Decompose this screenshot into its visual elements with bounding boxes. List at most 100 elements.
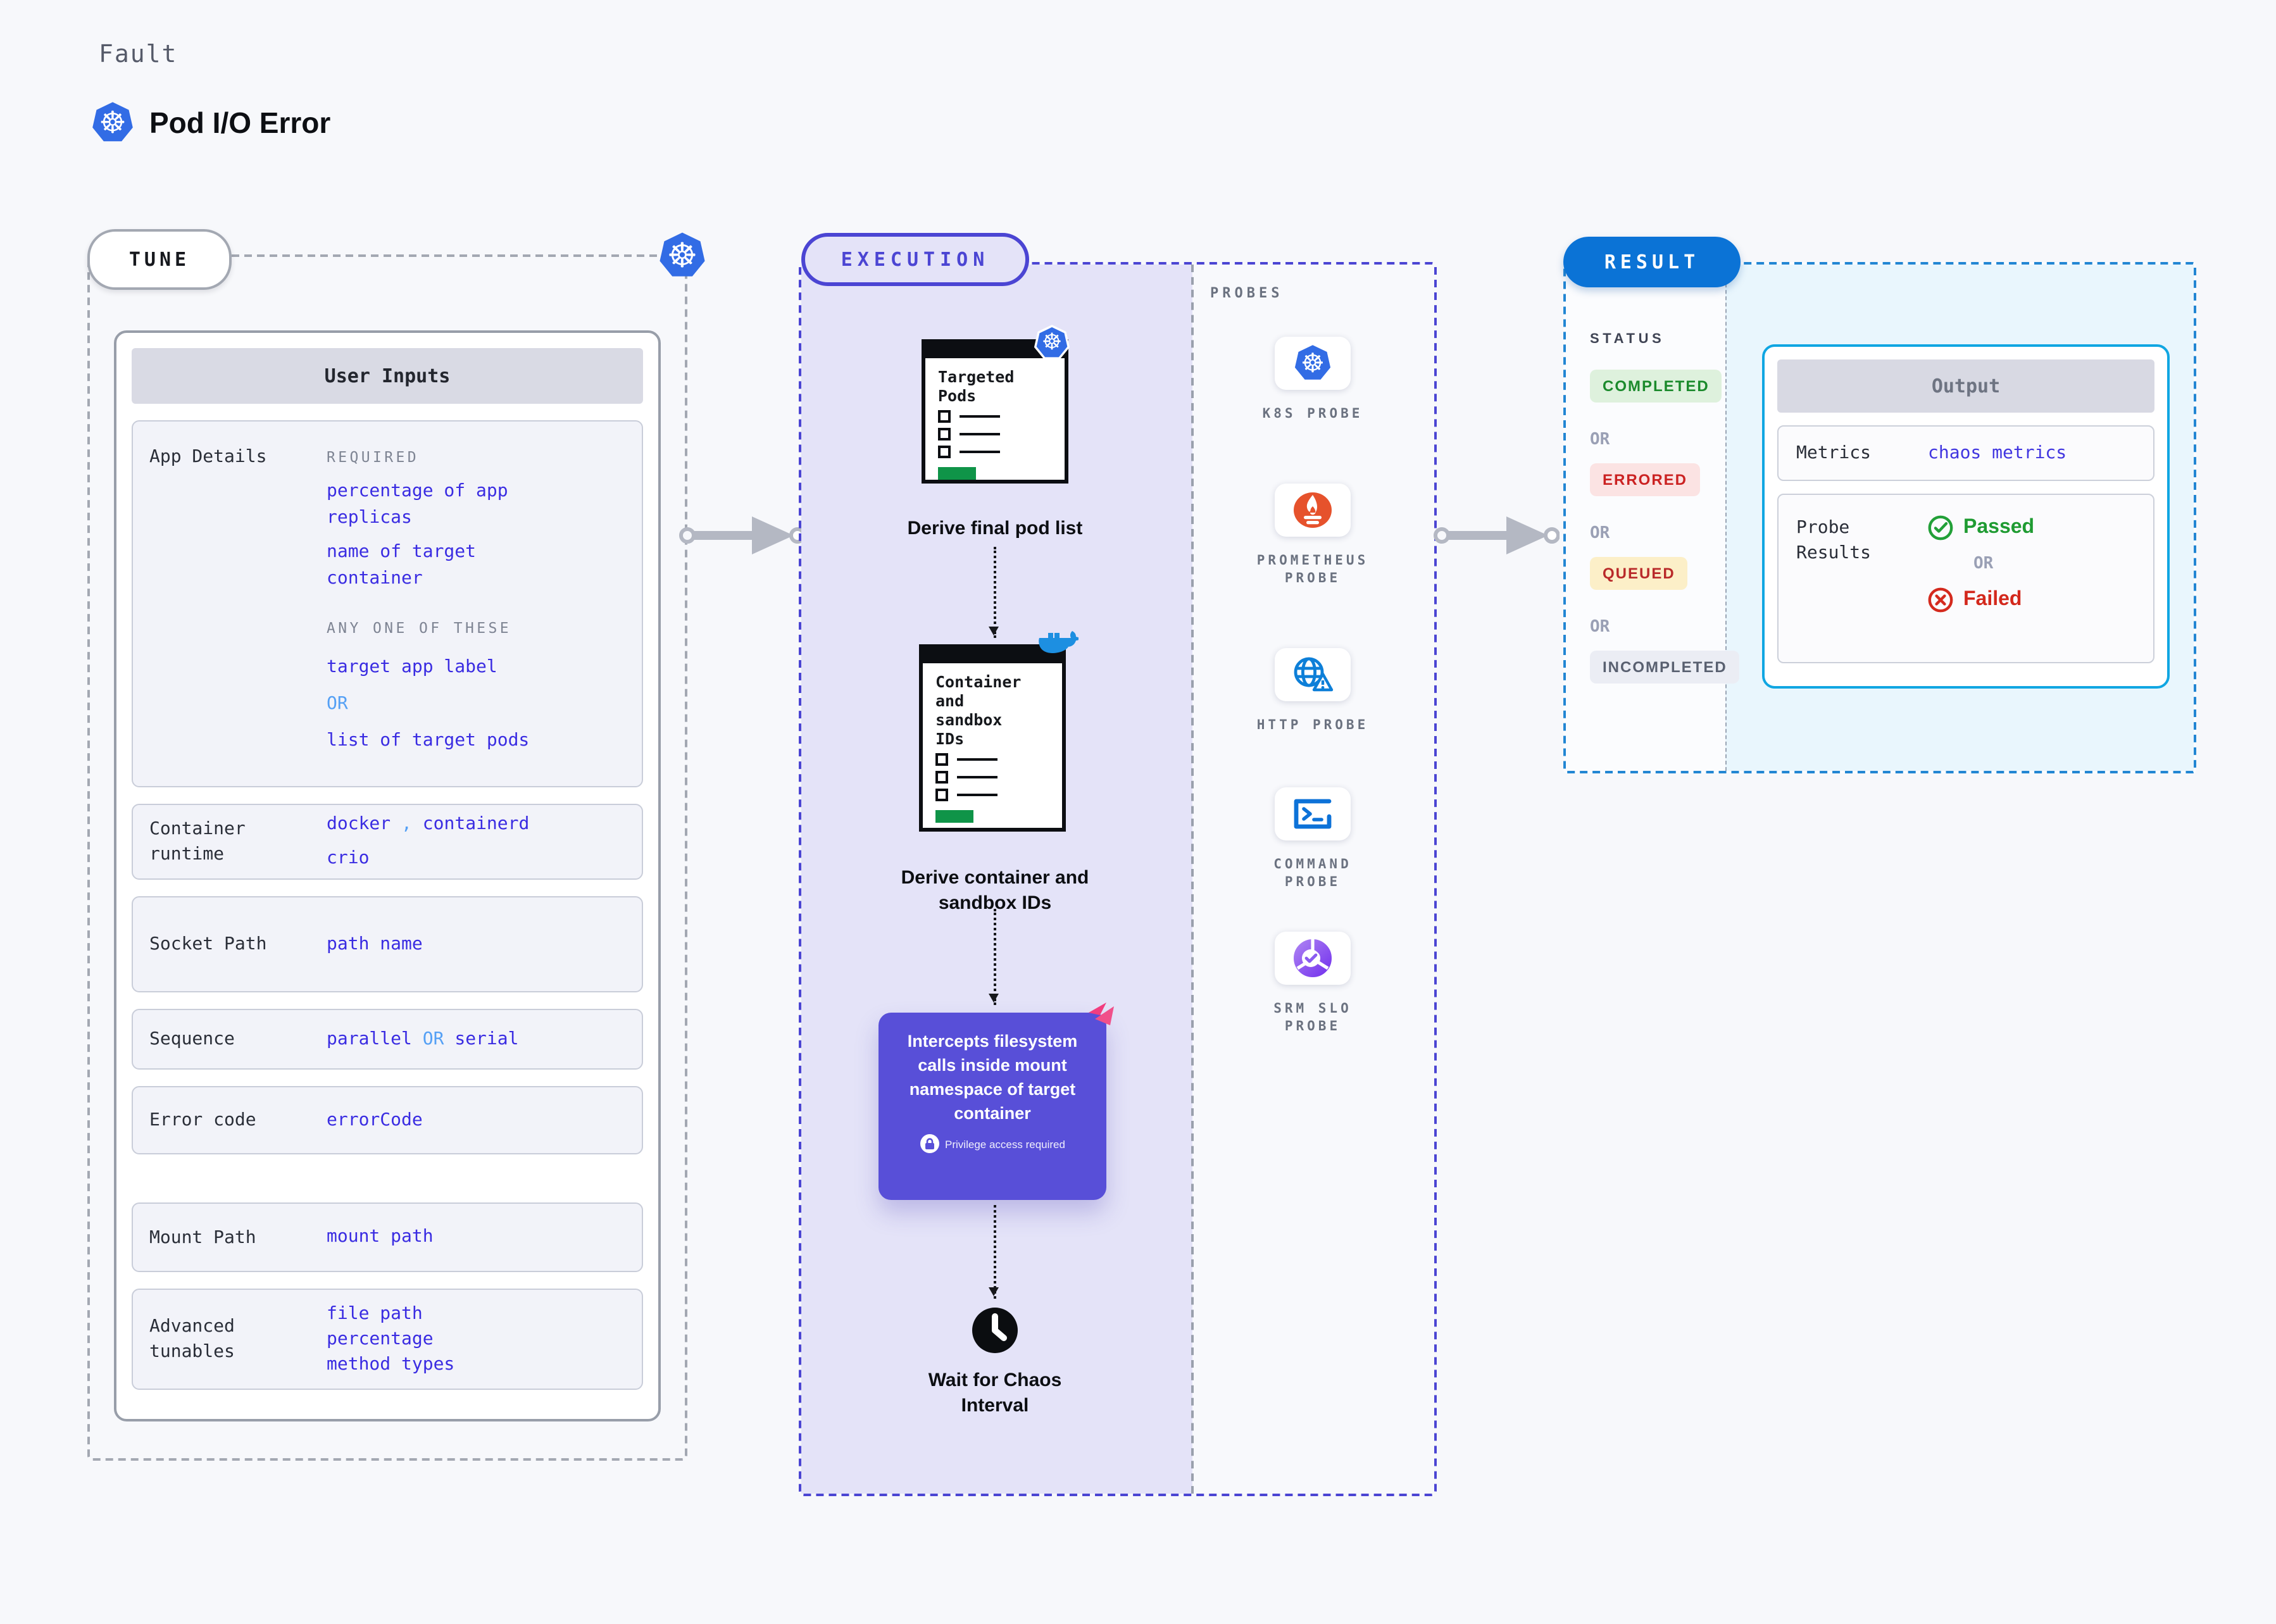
srm-slo-probe-card (1275, 932, 1351, 985)
row-label: Mount Path (149, 1227, 256, 1247)
option-value: list of target pods (327, 730, 530, 751)
table-row-error-code: Error code errorCode (132, 1086, 643, 1154)
table-row-sequence: Sequence parallel OR serial (132, 1009, 643, 1070)
status-label: STATUS (1590, 332, 1665, 347)
user-inputs-table: User Inputs App Details REQUIRED percent… (114, 330, 661, 1421)
result-separator (1725, 265, 1727, 771)
check-circle-icon (1928, 515, 1953, 540)
checkbox-icon (935, 789, 948, 801)
doc-list-item (938, 410, 1065, 423)
command-probe-card (1275, 787, 1351, 840)
docker-icon (1039, 631, 1079, 653)
clock-icon (972, 1308, 1018, 1353)
probe-label: HTTP PROBE (1256, 718, 1369, 733)
required-value: percentage of app replicas (327, 481, 508, 528)
flow-connector-arrow (989, 1205, 999, 1299)
terminal-icon (1294, 799, 1332, 829)
page-title-row: ☸ Pod I/O Error (91, 101, 330, 144)
doc-list-item (935, 789, 1062, 801)
step-caption: Derive final pod list (907, 518, 1083, 539)
tune-pill: TUNE (87, 229, 232, 290)
container-sandbox-doc: Container and sandbox IDs (919, 644, 1066, 832)
output-header: Output (1777, 359, 2154, 413)
or-text: OR (1973, 554, 1994, 573)
doc-list-item (938, 446, 1065, 458)
green-bar (938, 467, 976, 480)
result-pill: RESULT (1563, 237, 1741, 287)
anyone-heading: ANY ONE OF THESE (327, 619, 511, 637)
execution-pill: EXECUTION (801, 233, 1029, 286)
table-row-mount-path: Mount Path mount path (132, 1202, 643, 1272)
required-heading: REQUIRED (327, 448, 419, 466)
row-label: Probe Results (1796, 518, 1872, 563)
output-row-probe-results: Probe Results Passed OR Failed (1777, 494, 2154, 663)
row-value: errorCode (327, 1109, 423, 1130)
k8s-probe-card: ☸ (1275, 337, 1351, 390)
slo-donut-icon (1294, 939, 1332, 977)
tune-to-execution-arrow (679, 516, 805, 554)
execution-to-result-arrow (1434, 516, 1560, 554)
fault-eyebrow: Fault (99, 41, 178, 68)
row-label: Error code (149, 1110, 256, 1130)
table-row-advanced-tunables: Advanced tunables file path percentage m… (132, 1289, 643, 1390)
checkbox-icon (938, 428, 951, 440)
runtime-value: crio (327, 848, 370, 868)
table-row-container-runtime: Container runtime docker , containerd cr… (132, 804, 643, 880)
row-value: path name (327, 934, 423, 954)
or-text: OR (1590, 524, 1610, 543)
row-values: REQUIRED percentage of app replicas name… (327, 444, 552, 754)
page-title: Pod I/O Error (149, 106, 331, 139)
chaos-flag-icon (1089, 1003, 1114, 1025)
row-label: App Details (149, 447, 267, 467)
passed-label: Passed (1963, 516, 2035, 538)
targeted-pods-doc: Targeted Pods (922, 339, 1068, 484)
row-label: Container runtime (149, 819, 246, 865)
kubernetes-icon: ☸ (1034, 325, 1070, 359)
action-text: Intercepts filesystem calls inside mount… (907, 1032, 1078, 1123)
checkbox-icon (935, 753, 948, 766)
row-label: Socket Path (149, 934, 267, 954)
step-caption: Wait for Chaos Interval (928, 1370, 1062, 1416)
probes-label: PROBES (1210, 285, 1284, 301)
status-badge-incompleted: INCOMPLETED (1590, 651, 1740, 684)
status-badge-errored: ERRORED (1590, 463, 1701, 496)
kubernetes-icon: ☸ (1294, 345, 1331, 380)
row-label: Advanced tunables (149, 1316, 235, 1362)
row-value: mount path (327, 1227, 434, 1247)
flow-connector-arrow (989, 909, 999, 1005)
probe-label: SRM SLO PROBE (1273, 1001, 1352, 1034)
row-values: file path percentage method types (327, 1304, 455, 1375)
runtime-values: docker , containerd (327, 814, 530, 834)
passed-row: Passed (1928, 515, 2034, 540)
execution-section-box (799, 262, 1437, 1496)
fault-action-box: Intercepts filesystem calls inside mount… (879, 1013, 1106, 1200)
row-label: Metrics (1796, 443, 1872, 463)
doc-title: Targeted Pods (938, 367, 1015, 405)
output-row-metrics: Metrics chaos metrics (1777, 425, 2154, 481)
http-probe-card (1275, 648, 1351, 701)
doc-title-bar (923, 648, 1062, 663)
row-values: parallel OR serial (327, 1028, 519, 1049)
doc-title: Container and sandbox IDs (935, 672, 1022, 748)
row-label: Sequence (149, 1029, 235, 1049)
status-badge-completed: COMPLETED (1590, 370, 1722, 403)
probe-label: K8S PROBE (1262, 406, 1363, 422)
green-bar (935, 810, 973, 823)
or-text: OR (327, 694, 348, 714)
row-values: docker , containerd crio (327, 811, 552, 872)
flow-connector-arrow (989, 547, 999, 638)
failed-label: Failed (1963, 589, 2022, 610)
or-text: OR (1590, 430, 1610, 449)
probe-results-values: Passed OR Failed (1928, 515, 2034, 613)
required-value: name of target container (327, 542, 477, 589)
metrics-value: chaos metrics (1928, 443, 2067, 463)
kubernetes-icon: ☸ (660, 232, 705, 277)
status-badge-queued: QUEUED (1590, 557, 1688, 590)
tune-section-box (87, 254, 687, 1461)
checkbox-icon (938, 446, 951, 458)
privilege-label: Privilege access required (945, 1137, 1065, 1150)
globe-warning-icon (1294, 657, 1334, 692)
prometheus-icon (1294, 492, 1332, 528)
prometheus-probe-card (1275, 484, 1351, 537)
